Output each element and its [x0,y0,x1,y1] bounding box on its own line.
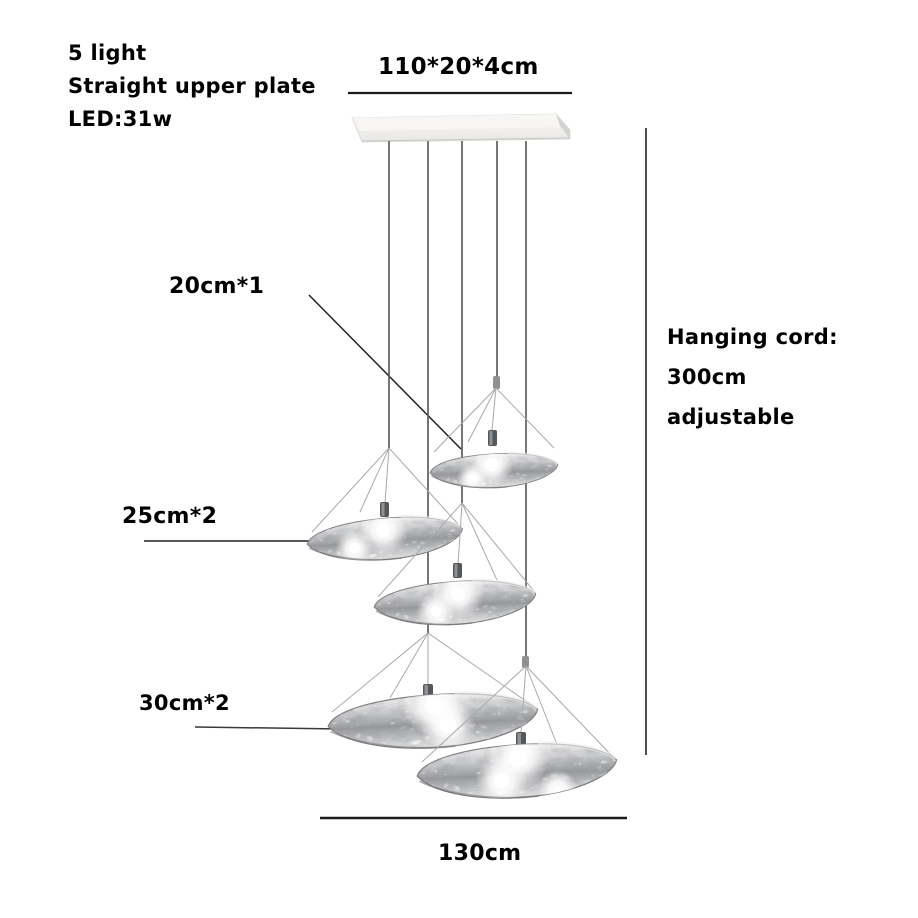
cord-sleeve [522,656,529,668]
lamp-4-large [326,632,540,754]
large-shade-label: 30cm*2 [139,691,230,715]
spec-line-plate-type: Straight upper plate [68,74,316,98]
dimension-lines [144,91,647,820]
small-shade-pointer-line [308,294,462,450]
overall-width-label: 130cm [438,841,522,866]
cord-sleeve [493,376,500,389]
spec-block: 5 light Straight upper plate LED:31w [68,37,316,136]
ceiling-plate [351,113,571,143]
small-shade-label: 20cm*1 [169,274,265,299]
spec-line-light-count: 5 light [68,41,147,65]
medium-shade-label: 25cm*2 [122,504,218,529]
large-shade-pointer-line [194,726,343,730]
plate-size-label: 110*20*4cm [378,54,539,80]
hanging-cord-adjustable: adjustable [667,405,795,429]
suspension-cords [388,141,527,658]
spec-line-led-watt: LED:31w [68,107,173,131]
hanging-cord-block: Hanging cord: 300cm adjustable [667,317,838,437]
hanging-cord-length: 300cm [667,365,747,389]
glass-dish-shade [429,451,560,491]
hanging-cord-title: Hanging cord: [667,325,838,349]
lamp-1-small [429,376,560,491]
